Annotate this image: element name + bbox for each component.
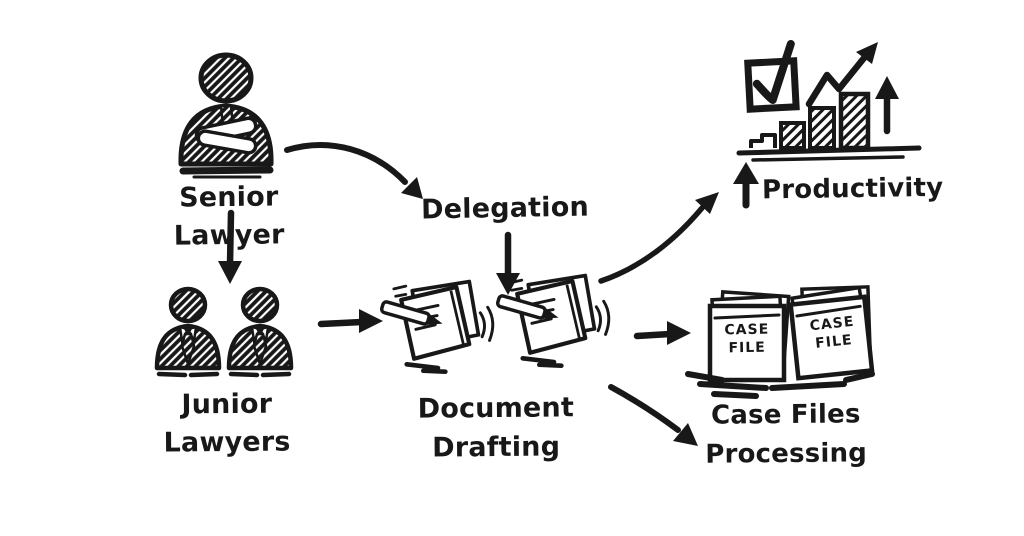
case-file-folders-icon: [685, 282, 877, 399]
arrow-senior-to-delegation: [284, 142, 423, 199]
notepad-pencil-icon: [497, 276, 609, 366]
junior-lawyers-icon: [157, 289, 291, 375]
productivity-label: Productivity: [761, 172, 944, 206]
senior-lawyer-label: Senior Lawyer: [173, 181, 285, 252]
document-drafting-label: Document Drafting: [417, 392, 575, 464]
case-file-folder-label: CASE FILE: [711, 320, 784, 358]
arrow-junior-to-drafting: [317, 309, 383, 333]
bar-chart-icon: [736, 91, 922, 162]
case-file-line1: CASE: [724, 321, 770, 339]
growth-arrow-icon: [805, 42, 878, 108]
arrow-drafting-to-casefiles: [633, 321, 691, 345]
case-file-line2: FILE: [728, 339, 766, 357]
arrow-senior-to-junior: [218, 209, 242, 284]
arrow-drafting-to-productivity: [598, 192, 719, 284]
case-file-folder-label: CASE FILE: [795, 311, 870, 355]
checkbox-icon: [744, 39, 800, 113]
delegation-label: Delegation: [420, 191, 590, 226]
arrow-drafting-to-processing: [608, 384, 698, 446]
notepad-pencil-icon: [381, 282, 493, 372]
up-arrow-icon: [733, 162, 759, 209]
small-up-arrow-icon: [875, 76, 899, 135]
senior-lawyer-icon: [178, 52, 274, 179]
case-files-processing-label: Case Files Processing: [705, 399, 868, 470]
arrow-delegation-to-drafting: [496, 231, 520, 295]
junior-lawyers-label: Junior Lawyers: [163, 388, 291, 459]
